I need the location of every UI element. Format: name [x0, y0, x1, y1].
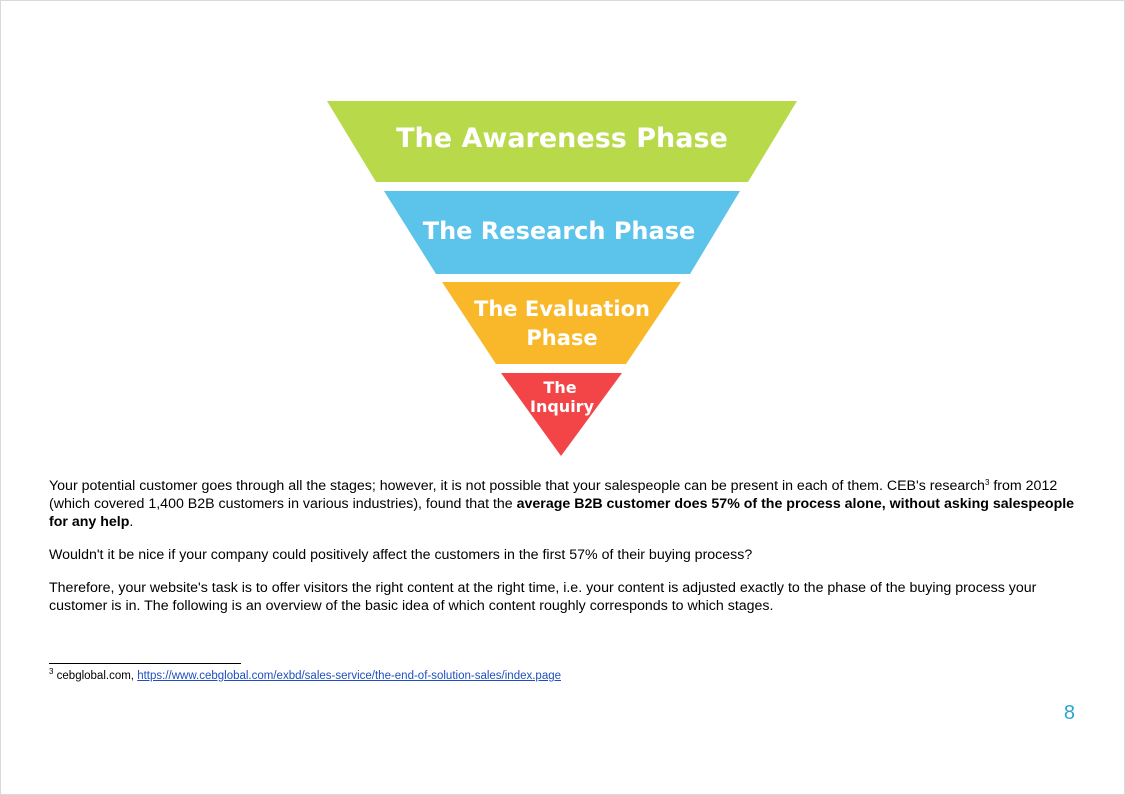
footnote-link[interactable]: https://www.cebglobal.com/exbd/sales-ser… [137, 670, 562, 682]
funnel-stage-awareness-label: The Awareness Phase [396, 123, 728, 154]
paragraph-1: Your potential customer goes through all… [49, 477, 1079, 531]
funnel-stage-evaluation-label-line2: Phase [526, 326, 597, 350]
p1-text-a: Your potential customer goes through all… [49, 478, 985, 494]
p1-text-c: . [129, 514, 134, 530]
funnel-diagram: The Awareness Phase The Research Phase T… [327, 101, 797, 456]
p1-bold-text: average B2B customer does 57% of the pro… [49, 496, 1075, 530]
funnel-stage-awareness [327, 101, 797, 182]
funnel-stage-inquiry [501, 373, 622, 456]
funnel-stage-inquiry-label-line2: Inquiry [530, 397, 595, 416]
footnote-separator [49, 663, 241, 664]
paragraph-3: Therefore, your website's task is to off… [49, 580, 1037, 614]
footnote: 3 cebglobal.com, https://www.cebglobal.c… [49, 667, 562, 683]
funnel-stage-research [384, 191, 740, 274]
body-text: Your potential customer goes through all… [49, 477, 1079, 630]
funnel-stage-evaluation-label-line1: The Evaluation [474, 297, 650, 321]
page-number: 8 [1063, 702, 1075, 724]
paragraph-2: Wouldn't it be nice if your company coul… [49, 547, 753, 563]
funnel-stage-inquiry-label-line1: The [543, 378, 576, 397]
funnel-stage-research-label: The Research Phase [423, 217, 696, 245]
funnel-stage-evaluation [442, 282, 681, 364]
footnote-ref: 3 [984, 478, 990, 487]
p1-text-b: from 2012 (which covered 1,400 B2B custo… [49, 478, 1058, 512]
footnote-number: 3 [49, 667, 54, 676]
footnote-text: cebglobal.com, [53, 670, 138, 682]
